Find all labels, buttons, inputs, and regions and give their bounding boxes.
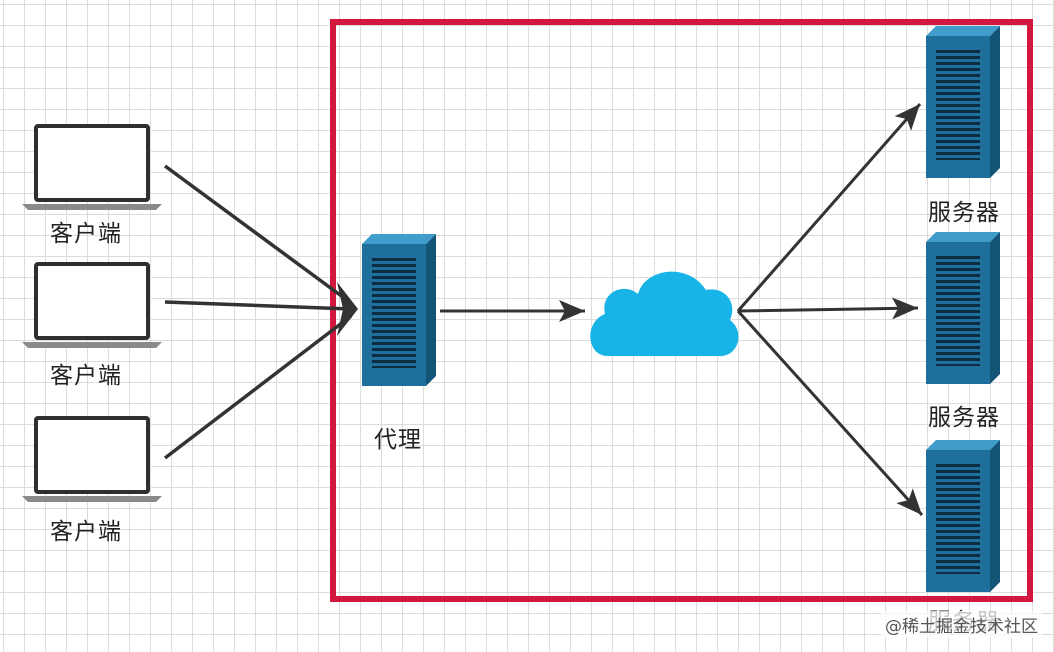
server-icon — [362, 234, 436, 386]
arrow-cloud-server2 — [737, 297, 919, 320]
server-icon — [926, 26, 1000, 178]
arrowhead-into-proxy — [337, 282, 358, 336]
cloud-icon — [590, 271, 739, 357]
arrow-client2-proxy — [164, 300, 352, 311]
laptop-icon — [22, 262, 162, 348]
laptop-icon — [22, 416, 162, 502]
server-icon — [926, 232, 1000, 384]
arrow-client3-proxy — [163, 314, 353, 460]
client-label: 客户端 — [50, 519, 122, 545]
server-label: 服务器 — [928, 200, 1000, 226]
arrow-client1-proxy — [163, 164, 353, 305]
watermark: @稀土掘金技术社区 — [881, 611, 1042, 638]
arrow-cloud-server1 — [736, 103, 922, 312]
proxy-zone-frame — [330, 19, 1033, 602]
client-label: 客户端 — [50, 221, 122, 247]
client-label: 客户端 — [50, 363, 122, 389]
proxy-label: 代理 — [374, 427, 422, 453]
laptop-icon — [22, 124, 162, 210]
server-label: 服务器 — [928, 405, 1000, 431]
server-icon — [926, 440, 1000, 592]
arrow-cloud-server3 — [736, 309, 924, 517]
